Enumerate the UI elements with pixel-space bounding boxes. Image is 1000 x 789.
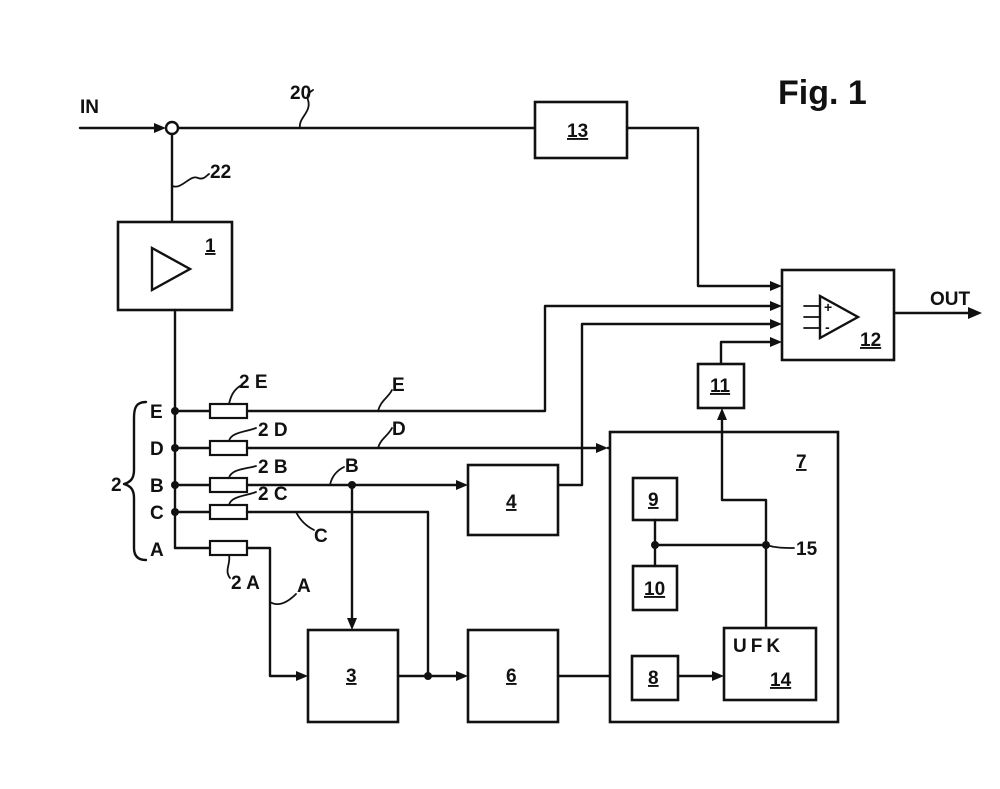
node-c-join	[424, 672, 432, 680]
line-b-label: B	[345, 456, 359, 477]
output-label: OUT	[930, 289, 971, 310]
resistor-2c	[208, 503, 249, 521]
line-a	[245, 546, 300, 678]
tap-letter-a: A	[150, 540, 164, 561]
resistor-2a	[208, 539, 249, 557]
resistor-2a-label: 2 A	[231, 573, 260, 594]
resistor-2b	[208, 476, 249, 494]
block-14-text: UFK	[733, 636, 784, 657]
block-8	[630, 654, 680, 702]
block-9-label: 9	[648, 490, 659, 511]
input-node	[164, 120, 180, 136]
block-6	[466, 628, 560, 724]
block-13-label: 13	[567, 121, 588, 142]
line-e	[245, 304, 774, 413]
line-e-label: E	[392, 375, 405, 396]
tap-letter-d: D	[150, 439, 164, 460]
block-3	[306, 628, 400, 724]
group-2-brace	[122, 400, 148, 562]
block-10	[631, 564, 679, 612]
tap-letter-c: C	[150, 503, 164, 524]
block-14-label: 14	[770, 670, 792, 691]
block-3-label: 3	[346, 666, 357, 687]
wire-14-to-11	[720, 416, 768, 630]
block-14-ufk	[722, 626, 818, 702]
figure-title: Fig. 1	[778, 74, 867, 112]
block-6-label: 6	[506, 666, 517, 687]
resistor-2e-label: 2 E	[239, 372, 268, 393]
resistor-2e	[208, 402, 249, 420]
ref-20: 20	[290, 83, 311, 104]
ref-15: 15	[796, 539, 818, 560]
tap-letter-e: E	[150, 402, 163, 423]
op-amp-minus: -	[825, 319, 830, 335]
op-amp-plus: +	[824, 299, 832, 315]
wire-11-to-12	[719, 340, 774, 366]
resistor-2d-label: 2 D	[258, 420, 288, 441]
block-12-label: 12	[860, 330, 881, 351]
amplifier-icon	[150, 245, 193, 293]
block-13	[533, 100, 629, 160]
block-11-label: 11	[710, 376, 731, 397]
tap-letter-b: B	[150, 476, 164, 497]
line-d-label: D	[392, 419, 406, 440]
input-label: IN	[80, 97, 99, 118]
block-4-label: 4	[506, 492, 517, 513]
block-10-label: 10	[644, 579, 665, 600]
block-1-label: 1	[205, 236, 216, 257]
resistor-2d	[208, 439, 249, 457]
line-c	[245, 510, 430, 678]
block-9	[631, 476, 679, 522]
block-4	[466, 463, 560, 537]
ref-22: 22	[210, 162, 231, 183]
line-c-label: C	[314, 526, 328, 547]
block-7-label: 7	[796, 452, 807, 473]
resistor-2b-label: 2 B	[258, 457, 288, 478]
resistor-2c-label: 2 C	[258, 484, 288, 505]
wire-4-to-12	[556, 322, 774, 487]
line-a-label: A	[297, 576, 311, 597]
input-line-20	[78, 89, 537, 136]
wire-13-to-12	[625, 126, 782, 291]
block-8-label: 8	[648, 668, 659, 689]
ref-2: 2	[111, 475, 122, 496]
